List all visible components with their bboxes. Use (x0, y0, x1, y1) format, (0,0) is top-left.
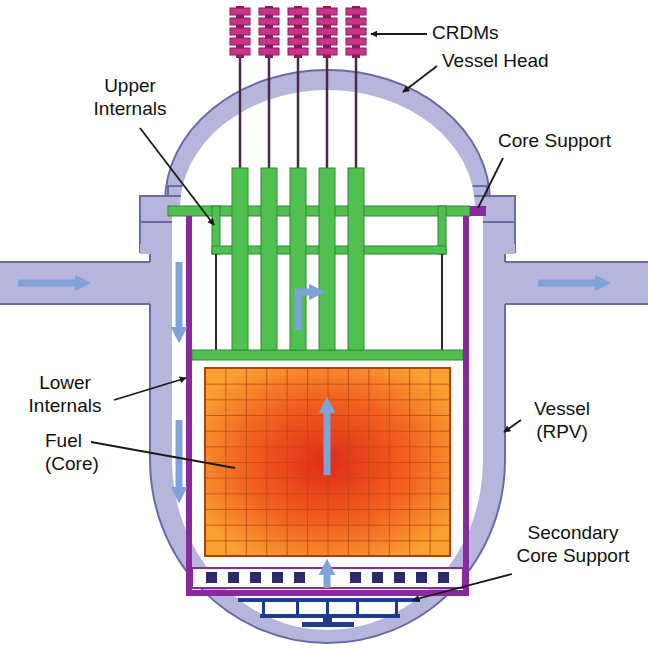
core-barrel-part (350, 572, 361, 583)
part-label: Upper Internals (80, 75, 180, 121)
fuel-core (205, 368, 450, 556)
leader-lines-part (504, 420, 521, 432)
secondary-support-part (356, 600, 359, 616)
flow-arrows-part (298, 292, 312, 330)
secondary-support-part (302, 622, 354, 627)
secondary-support-part (296, 600, 299, 616)
core-barrel-part (416, 572, 427, 583)
flow-arrows-part (324, 572, 331, 588)
fuel-core-part (205, 368, 450, 556)
upper-internals-part (215, 254, 217, 350)
core-barrel-part (228, 572, 239, 583)
leader-lines-part (371, 33, 427, 35)
vessel-part (483, 221, 515, 223)
vessel-part (0, 262, 154, 304)
leader-lines (91, 34, 521, 600)
part-label: Fuel (Core) (45, 430, 107, 476)
core-barrel-part (372, 572, 383, 583)
part-label: Secondary Core Support (505, 522, 641, 568)
vessel-part (140, 221, 172, 223)
core-barrel-part (206, 572, 217, 583)
secondary-support-part (262, 600, 265, 616)
crdm-stacks-part (346, 6, 366, 170)
flow-arrows (18, 262, 598, 588)
crdm-stacks-part (317, 6, 337, 170)
core-barrel (186, 206, 486, 596)
vessel-part (505, 303, 648, 305)
flow-arrows-part (18, 280, 78, 287)
core-barrel-part (250, 572, 261, 583)
flow-arrows-part (176, 420, 183, 490)
core-barrel-part (294, 572, 305, 583)
core-barrel-part (394, 572, 405, 583)
upper-internals-part (192, 350, 463, 360)
leader-lines-part (403, 66, 437, 92)
secondary-support-part (326, 600, 329, 616)
part-label: Vessel (RPV) (525, 398, 599, 444)
secondary-support-part (395, 600, 398, 616)
upper-internals (168, 168, 470, 360)
part-label: Vessel Head (442, 50, 572, 73)
crdm-stacks-part (259, 6, 279, 170)
core-barrel-part (438, 572, 449, 583)
part-label: Lower Internals (15, 372, 115, 418)
leader-lines-part (140, 128, 214, 225)
upper-internals-part (232, 168, 248, 350)
crdm-stacks-part (230, 6, 250, 170)
leader-lines-part (114, 378, 186, 400)
leader-lines-part (478, 158, 503, 208)
core-barrel-part (272, 572, 283, 583)
core-barrel-part (192, 568, 463, 588)
upper-internals-part (319, 168, 335, 350)
leader-lines-part (413, 574, 512, 600)
core-barrel-part (186, 216, 192, 596)
leader-lines-part (91, 442, 235, 468)
upper-internals-part (441, 254, 443, 350)
crdm-stacks-part (288, 6, 308, 170)
secondary-support (238, 598, 420, 627)
vessel-part (505, 261, 648, 263)
upper-internals-part (261, 168, 277, 350)
core-barrel-part (186, 590, 469, 596)
upper-internals-part (348, 168, 364, 350)
flow-arrows-part (324, 410, 331, 475)
flow-arrows-part (538, 280, 598, 287)
core-barrel-part (463, 216, 469, 596)
vessel-part (0, 303, 150, 305)
part-label: CRDMs (432, 22, 512, 45)
flow-arrows-part (176, 262, 183, 330)
fuel-core-part (205, 368, 450, 556)
vessel-part (0, 261, 150, 263)
vessel-part (501, 262, 648, 304)
crdm-stacks (230, 6, 366, 170)
part-label: Core Support (498, 130, 638, 153)
vessel (0, 70, 648, 643)
